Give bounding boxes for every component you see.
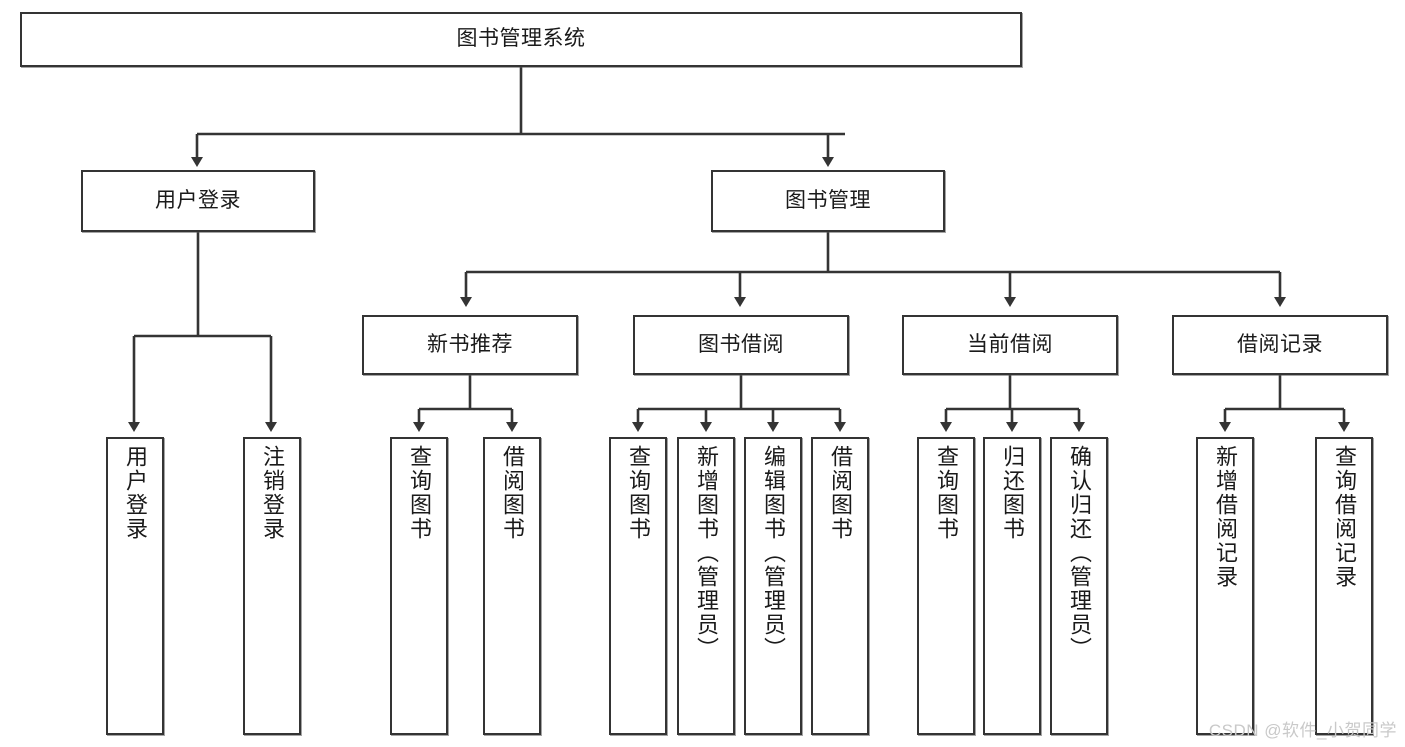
leaf-label: 借阅图书 — [828, 445, 853, 541]
node-user-login[interactable]: 用户登录 — [81, 170, 315, 232]
leaf-borrow-edit-book-admin[interactable]: 编辑图书（管理员） — [744, 437, 802, 735]
leaf-borrow-add-book-admin[interactable]: 新增图书（管理员） — [677, 437, 735, 735]
node-book-borrow[interactable]: 图书借阅 — [633, 315, 849, 375]
leaf-record-query-record[interactable]: 查询借阅记录 — [1315, 437, 1373, 735]
node-user-login-label: 用户登录 — [155, 188, 241, 212]
leaf-label: 查询借阅记录 — [1332, 445, 1357, 589]
leaf-recommend-query-book[interactable]: 查询图书 — [390, 437, 448, 735]
leaf-user-login-signout[interactable]: 注销登录 — [243, 437, 301, 735]
leaf-label: 用户登录 — [123, 445, 148, 541]
leaf-label: 查询图书 — [407, 445, 432, 541]
leaf-current-confirm-return-admin[interactable]: 确认归还（管理员） — [1050, 437, 1108, 735]
node-borrow-record-label: 借阅记录 — [1237, 332, 1323, 356]
node-current-borrow-label: 当前借阅 — [967, 332, 1053, 356]
leaf-label: 新增图书（管理员） — [694, 445, 719, 661]
leaf-label: 查询图书 — [626, 445, 651, 541]
node-book-management[interactable]: 图书管理 — [711, 170, 945, 232]
leaf-label: 编辑图书（管理员） — [761, 445, 786, 661]
node-new-book-recommend-label: 新书推荐 — [427, 332, 513, 356]
node-root-label: 图书管理系统 — [456, 27, 586, 51]
node-borrow-record[interactable]: 借阅记录 — [1172, 315, 1388, 375]
leaf-label: 新增借阅记录 — [1213, 445, 1238, 589]
node-current-borrow[interactable]: 当前借阅 — [902, 315, 1118, 375]
watermark: CSDN @软件_小贺同学 — [1208, 721, 1397, 740]
leaf-borrow-query-book[interactable]: 查询图书 — [609, 437, 667, 735]
node-new-book-recommend[interactable]: 新书推荐 — [362, 315, 578, 375]
node-root[interactable]: 图书管理系统 — [20, 12, 1022, 67]
leaf-borrow-borrow-book[interactable]: 借阅图书 — [811, 437, 869, 735]
leaf-label: 借阅图书 — [500, 445, 525, 541]
leaf-label: 归还图书 — [1000, 445, 1025, 541]
leaf-user-login-signin[interactable]: 用户登录 — [106, 437, 164, 735]
leaf-label: 查询图书 — [934, 445, 959, 541]
node-book-management-label: 图书管理 — [785, 188, 871, 212]
leaf-current-query-book[interactable]: 查询图书 — [917, 437, 975, 735]
leaf-label: 确认归还（管理员） — [1067, 445, 1092, 661]
node-book-borrow-label: 图书借阅 — [698, 332, 784, 356]
leaf-recommend-borrow-book[interactable]: 借阅图书 — [483, 437, 541, 735]
leaf-record-add-record[interactable]: 新增借阅记录 — [1196, 437, 1254, 735]
leaf-label: 注销登录 — [260, 445, 285, 541]
leaf-current-return-book[interactable]: 归还图书 — [983, 437, 1041, 735]
